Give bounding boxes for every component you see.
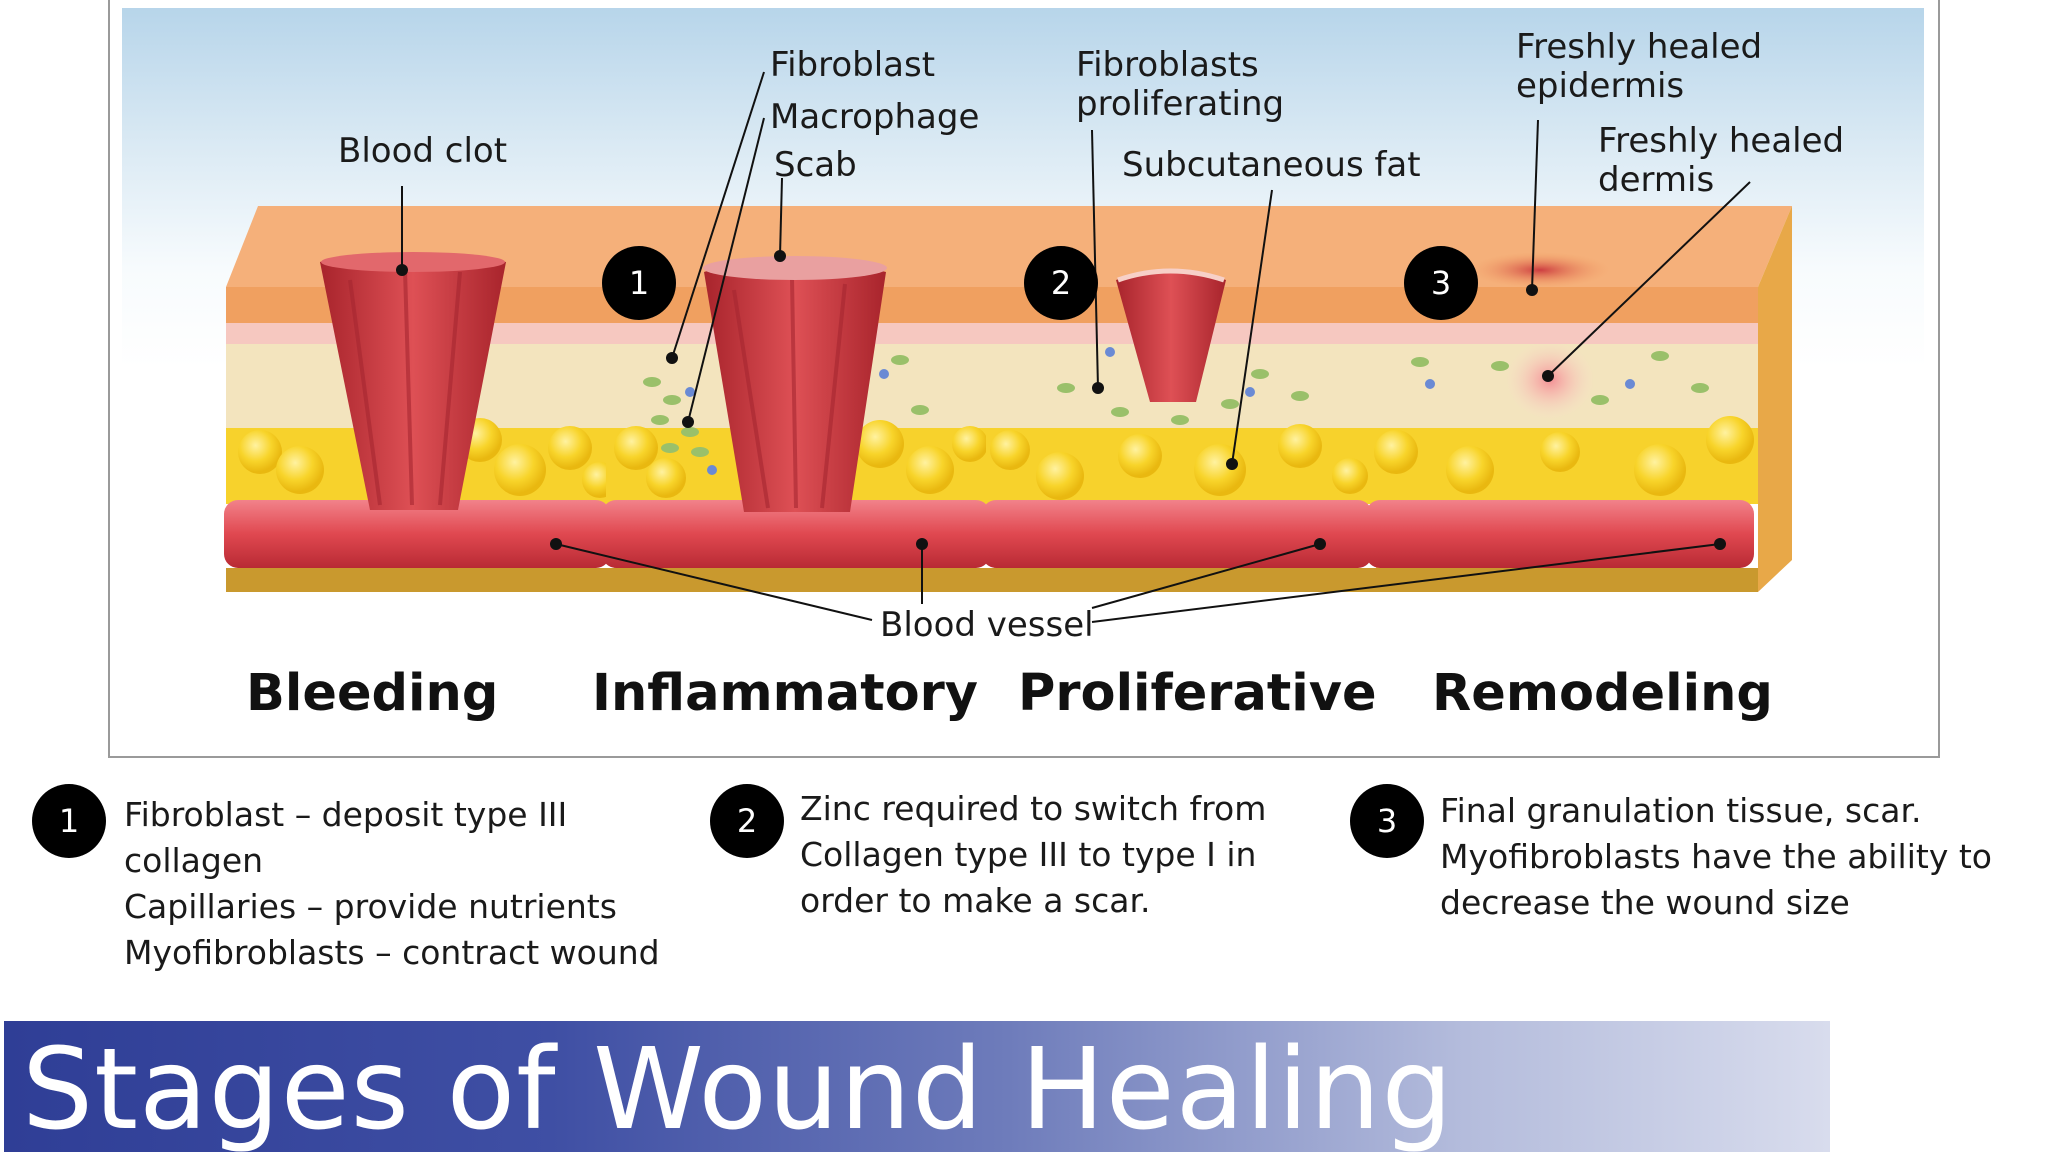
label-fibroblasts-proliferating: Fibroblasts proliferating — [1076, 46, 1284, 124]
note-2: Zinc required to switch from Collagen ty… — [800, 786, 1266, 924]
stage-remodeling: Remodeling — [1432, 664, 1773, 723]
note-badge-3: 3 — [1350, 784, 1424, 858]
figure-badge-2: 2 — [1024, 246, 1098, 320]
label-scab: Scab — [774, 145, 857, 185]
label-line: Freshly healed — [1516, 27, 1763, 67]
note-line: Final granulation tissue, scar. — [1440, 791, 1922, 830]
block-remodeling — [1366, 206, 1792, 592]
note-badge-2: 2 — [710, 784, 784, 858]
note-badge-1: 1 — [32, 784, 106, 858]
label-macrophage: Macrophage — [770, 97, 980, 137]
note-line: Collagen type III to type I in — [800, 835, 1257, 874]
note-line: Zinc required to switch from — [800, 789, 1267, 828]
label-line: Freshly healed — [1598, 121, 1845, 161]
stage-inflammatory: Inflammatory — [592, 664, 979, 723]
figure-badge-3: 3 — [1404, 246, 1478, 320]
note-3: Final granulation tissue, scar. Myofibro… — [1440, 788, 1992, 926]
label-line: dermis — [1598, 160, 1715, 200]
note-line: order to make a scar. — [800, 881, 1151, 920]
note-1: Fibroblast – deposit type III collagen C… — [124, 792, 660, 976]
leader-lines — [401, 71, 1751, 623]
stage-bleeding: Bleeding — [246, 664, 499, 723]
label-fibroblast: Fibroblast — [770, 45, 936, 85]
label-line: epidermis — [1516, 66, 1685, 106]
label-freshly-healed-epidermis: Freshly healed epidermis — [1516, 28, 1762, 106]
block-inflammatory — [602, 206, 1028, 592]
note-line: collagen — [124, 841, 264, 880]
slide-title: Stages of Wound Healing — [22, 1025, 1454, 1155]
note-line: Myofibroblasts – contract wound — [124, 933, 660, 972]
note-line: Myofibroblasts have the ability to — [1440, 837, 1992, 876]
block-bleeding — [224, 206, 648, 592]
figure-badge-1: 1 — [602, 246, 676, 320]
label-blood-clot: Blood clot — [338, 131, 508, 171]
stage-proliferative: Proliferative — [1018, 664, 1377, 723]
leader-dots — [396, 250, 1726, 550]
label-blood-vessel: Blood vessel — [880, 605, 1094, 645]
note-line: Capillaries – provide nutrients — [124, 887, 617, 926]
label-freshly-healed-dermis: Freshly healed dermis — [1598, 122, 1844, 200]
note-line: decrease the wound size — [1440, 883, 1850, 922]
note-line: Fibroblast – deposit type III — [124, 795, 568, 834]
label-subcutaneous-fat: Subcutaneous fat — [1122, 145, 1421, 185]
label-line: proliferating — [1076, 84, 1285, 124]
label-line: Fibroblasts — [1076, 45, 1259, 85]
title-banner — [4, 1021, 1830, 1152]
